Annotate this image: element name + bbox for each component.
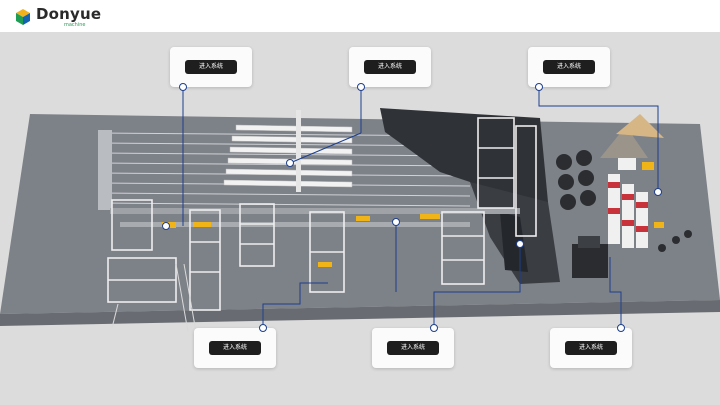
- enter-system-button[interactable]: 进入系统: [387, 341, 439, 355]
- hotspot-pin-bottom-center[interactable]: [430, 324, 438, 332]
- hotspot-card-bottom-center: 进入系统: [372, 328, 454, 368]
- hotspot-pin-top-left[interactable]: [179, 83, 187, 91]
- plant-overview: 进入系统 进入系统 进入系统 进入系统 进入系统 进入系统: [0, 32, 720, 405]
- hotspot-pin-kiln[interactable]: [516, 240, 524, 248]
- hotspot-pin-conveyor-center[interactable]: [392, 218, 400, 226]
- hotspot-card-bottom-left: 进入系统: [194, 328, 276, 368]
- hotspot-pin-top-right[interactable]: [535, 83, 543, 91]
- brand-name: Donyue: [36, 4, 102, 23]
- enter-system-button[interactable]: 进入系统: [185, 60, 237, 74]
- hotspot-pin-molds[interactable]: [286, 159, 294, 167]
- hotspot-card-bottom-right: 进入系统: [550, 328, 632, 368]
- hotspot-pin-mixer[interactable]: [654, 188, 662, 196]
- hotspot-card-top-center: 进入系统: [349, 47, 431, 87]
- enter-system-button[interactable]: 进入系统: [565, 341, 617, 355]
- hotspot-pin-top-center[interactable]: [357, 83, 365, 91]
- enter-system-button[interactable]: 进入系统: [209, 341, 261, 355]
- hotspot-pin-bottom-right[interactable]: [617, 324, 625, 332]
- brand-logo[interactable]: Donyue machine: [14, 6, 101, 28]
- cube-logo-icon: [16, 9, 30, 25]
- top-bar: Donyue machine: [0, 0, 720, 32]
- hotspot-card-top-left: 进入系统: [170, 47, 252, 87]
- hotspot-pin-conveyor-left[interactable]: [162, 222, 170, 230]
- enter-system-button[interactable]: 进入系统: [364, 60, 416, 74]
- hotspot-card-top-right: 进入系统: [528, 47, 610, 87]
- hotspot-pin-bottom-left[interactable]: [259, 324, 267, 332]
- factory-3d-render: [0, 87, 720, 333]
- enter-system-button[interactable]: 进入系统: [543, 60, 595, 74]
- brand-subtitle: machine: [64, 21, 86, 28]
